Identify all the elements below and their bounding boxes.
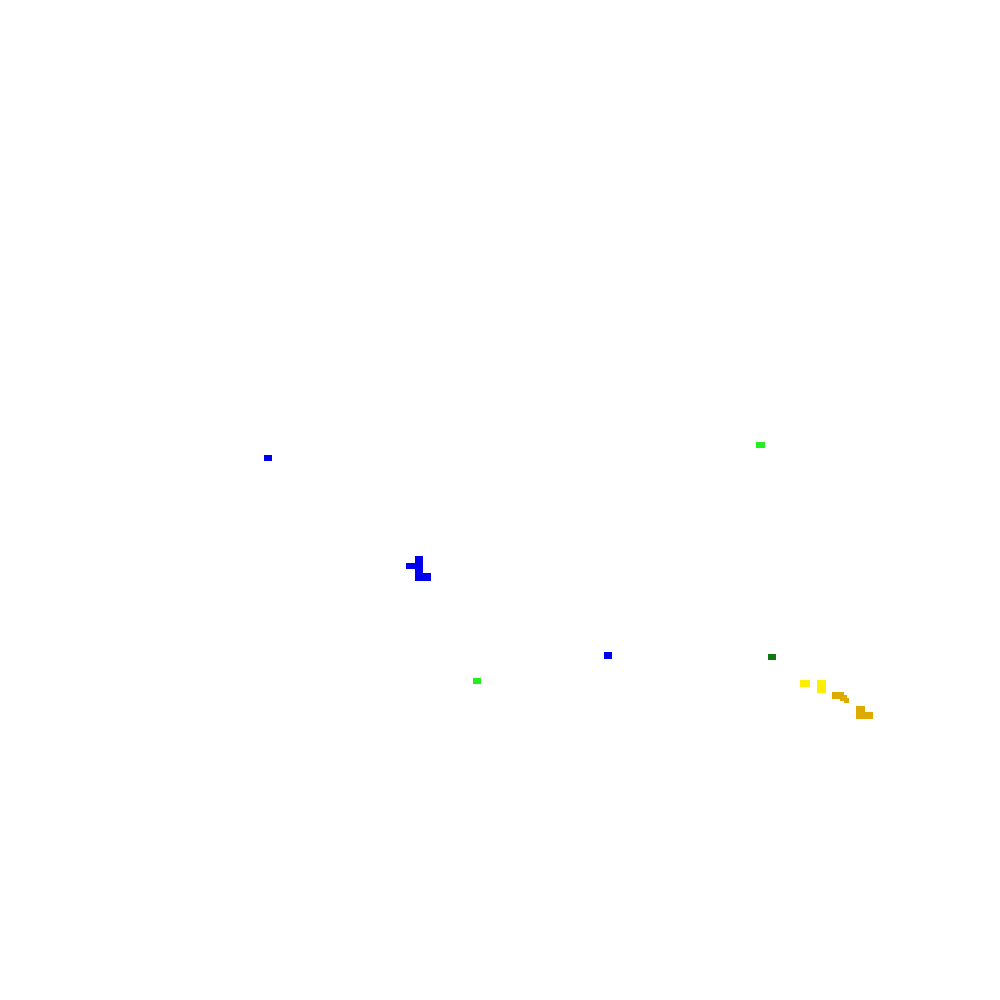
- pixel: [415, 573, 431, 581]
- dark-green-sprite: [768, 654, 776, 660]
- pixel: [840, 695, 847, 701]
- pixel: [844, 698, 849, 703]
- green-small-sprite-bottom: [473, 678, 481, 684]
- pixel: [604, 652, 612, 659]
- pixel: [415, 556, 423, 578]
- pixel: [864, 712, 873, 719]
- blue-dot-sprite: [604, 652, 612, 659]
- pixel: [756, 442, 765, 448]
- gold-sprite-lower: [856, 706, 874, 720]
- blue-small-sprite: [264, 455, 272, 461]
- yellow-sprite-right: [817, 680, 826, 693]
- pixel: [800, 680, 810, 687]
- pixel: [473, 678, 481, 684]
- pixel: [817, 680, 826, 693]
- green-small-sprite-top: [756, 442, 765, 448]
- yellow-sprite-left: [800, 680, 810, 687]
- pixel: [264, 455, 272, 461]
- pixel: [768, 654, 776, 660]
- pixel: [832, 692, 844, 699]
- pixel: [856, 706, 865, 719]
- blue-player-sprite[interactable]: [406, 556, 432, 582]
- gold-sprite-upper: [832, 692, 850, 706]
- pixel: [406, 563, 416, 569]
